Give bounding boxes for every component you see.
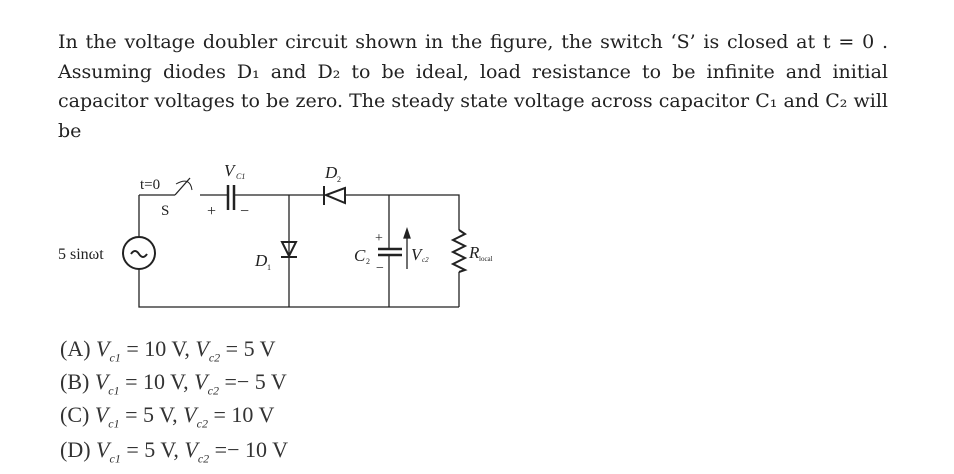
wire-top <box>200 194 460 307</box>
cap1-plus: + <box>207 203 216 220</box>
option-b[interactable]: (B) Vc1 = 10 V, Vc2 =− 5 V <box>60 369 287 398</box>
ac-source-icon <box>122 236 156 270</box>
switch-time-label: t=0 <box>140 177 160 193</box>
load-label: R <box>468 243 480 262</box>
c2-sub: 2 <box>366 257 370 266</box>
capacitor-c1-icon <box>226 185 236 210</box>
d2-sub: 2 <box>337 175 341 184</box>
diode-d1-icon <box>280 241 298 259</box>
d1-label: D <box>254 251 268 270</box>
cap1-label: V <box>224 161 237 180</box>
source-label: 5 sinωt <box>58 246 104 263</box>
c2-minus: − <box>376 261 384 276</box>
vc2-sub: c2 <box>422 256 429 264</box>
switch-icon <box>174 177 191 196</box>
option-c[interactable]: (C) Vc1 = 5 V, Vc2 = 10 V <box>60 402 275 431</box>
diode-d2-icon <box>323 186 346 205</box>
d2-label: D <box>324 163 338 182</box>
c2-label: C <box>354 246 366 265</box>
option-d[interactable]: (D) Vc1 = 5 V, Vc2 =− 10 V <box>60 437 288 466</box>
c2-plus: + <box>375 231 383 246</box>
question-text: In the voltage doubler circuit shown in … <box>58 31 888 142</box>
capacitor-c2-icon <box>378 247 402 257</box>
resistor-icon <box>450 229 468 273</box>
d1-sub: 1 <box>267 263 271 272</box>
option-a[interactable]: (A) Vc1 = 10 V, Vc2 = 5 V <box>60 336 276 365</box>
switch-label: S <box>161 203 169 219</box>
cap1-sub: C1 <box>236 172 245 181</box>
load-sub: local <box>479 255 493 263</box>
cap1-minus: − <box>240 203 249 220</box>
wire-left <box>138 194 459 308</box>
vc2-label: V <box>411 245 424 264</box>
